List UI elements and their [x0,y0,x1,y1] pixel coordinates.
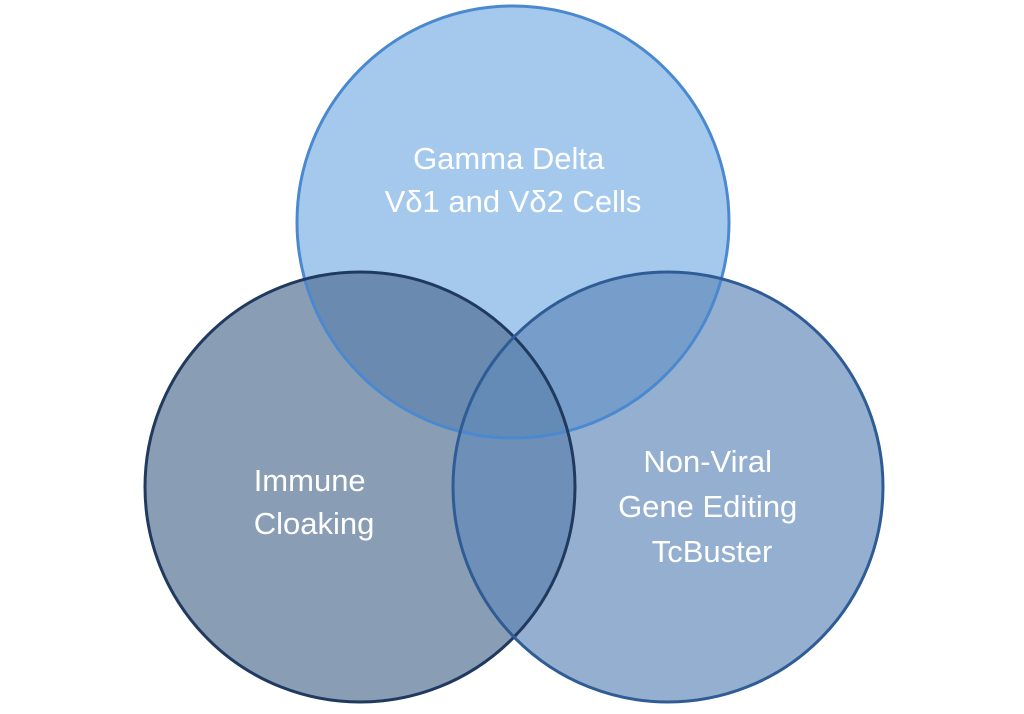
label-gamma-delta-line-1: Gamma Delta [413,141,605,176]
label-non-viral-line-3: TcBuster [652,534,773,569]
label-gamma-delta-line-2: Vδ1 and Vδ2 Cells [385,184,642,219]
label-non-viral-line-2: Gene Editing [618,489,797,524]
outlines-layer [143,4,885,704]
label-non-viral-line-1: Non-Viral [643,444,772,479]
label-immune-cloaking-line-2: Cloaking [254,506,375,541]
circle-immune-cloaking [145,272,575,702]
label-gamma-delta: Gamma Delta Vδ1 and Vδ2 Cells [385,141,642,219]
outline-non-viral [451,270,885,704]
label-non-viral: Non-Viral Gene Editing TcBuster [618,444,806,569]
circle-non-viral [453,272,883,702]
outline-immune-cloaking [143,270,577,704]
circles-layer [145,6,883,702]
label-immune-cloaking-line-1: Immune [254,463,366,498]
outline-gamma-delta [295,4,731,440]
label-immune-cloaking: Immune Cloaking [254,463,375,541]
